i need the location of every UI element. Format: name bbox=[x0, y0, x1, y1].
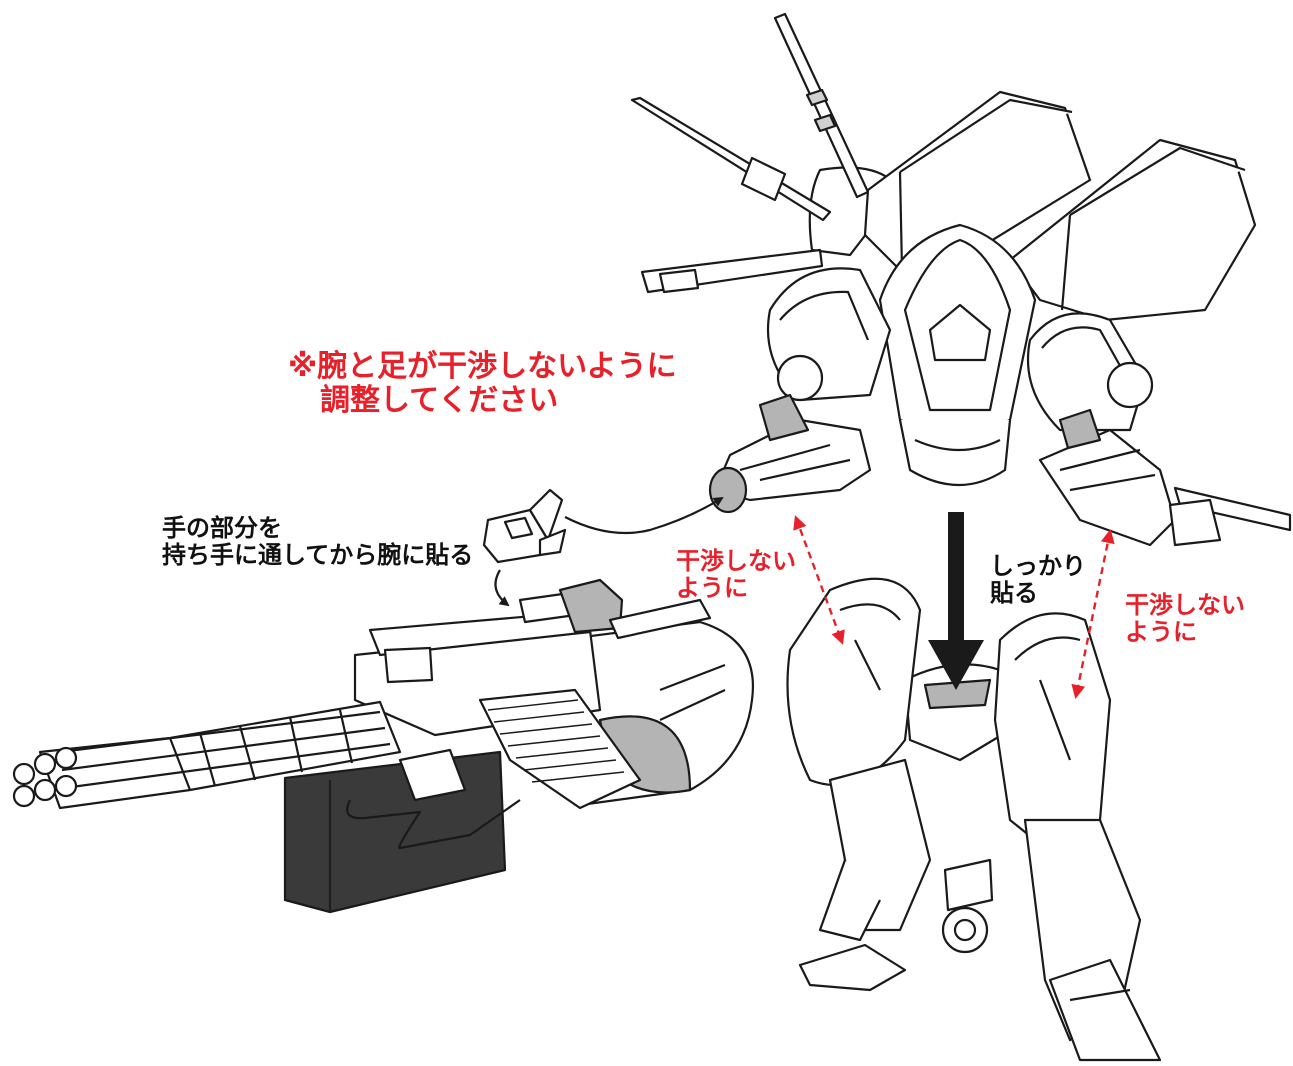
clearance-note-right-line2: ように bbox=[1125, 617, 1197, 646]
clearance-note-right: 干渉しない ように bbox=[1125, 592, 1245, 646]
arrow-clearance-left bbox=[793, 515, 845, 645]
barrel-muzzles bbox=[12, 746, 78, 808]
right-forearm bbox=[1038, 428, 1177, 547]
attach-firmly-line2: 貼る bbox=[990, 578, 1038, 607]
antennas bbox=[630, 12, 870, 294]
hand-instruction: 手の部分を 持ち手に通してから腕に貼る bbox=[162, 515, 473, 569]
right-backpack bbox=[1008, 138, 1257, 322]
gatling-gun-illustration bbox=[12, 578, 754, 914]
clearance-note-right-line1: 干渉しない bbox=[1125, 591, 1245, 619]
ammo-box bbox=[283, 750, 507, 914]
warning-note: ※腕と足が干渉しないように 調整してください bbox=[288, 350, 677, 417]
hand-part bbox=[482, 488, 567, 564]
warning-note-line2: 調整してください bbox=[320, 382, 559, 418]
right-foot bbox=[1048, 958, 1162, 1062]
robot-upper-body bbox=[630, 12, 1292, 547]
clearance-note-left-line1: 干渉しない bbox=[676, 547, 796, 575]
handheld-rifle bbox=[1173, 486, 1292, 532]
clearance-note-left: 干渉しない ように bbox=[676, 548, 796, 602]
left-backpack bbox=[863, 90, 1092, 272]
left-wrist-socket bbox=[708, 466, 748, 514]
arrow-clearance-right bbox=[1071, 529, 1115, 699]
clearance-note-left-line2: ように bbox=[676, 573, 748, 602]
hand-instruction-line2: 持ち手に通してから腕に貼る bbox=[162, 540, 474, 569]
arrow-hand-to-gun bbox=[494, 569, 510, 607]
attach-firmly-line1: しっかり bbox=[990, 552, 1086, 580]
left-foot bbox=[798, 943, 907, 992]
arrow-attach-firmly bbox=[928, 512, 984, 690]
hand-instruction-line1: 手の部分を bbox=[162, 514, 282, 542]
carry-handle bbox=[346, 799, 521, 850]
attach-firmly-note: しっかり 貼る bbox=[990, 553, 1086, 607]
warning-note-line1: ※腕と足が干渉しないように bbox=[288, 349, 677, 384]
robot-lower-body bbox=[786, 577, 1162, 1062]
arrow-hand-to-wrist bbox=[564, 496, 724, 535]
